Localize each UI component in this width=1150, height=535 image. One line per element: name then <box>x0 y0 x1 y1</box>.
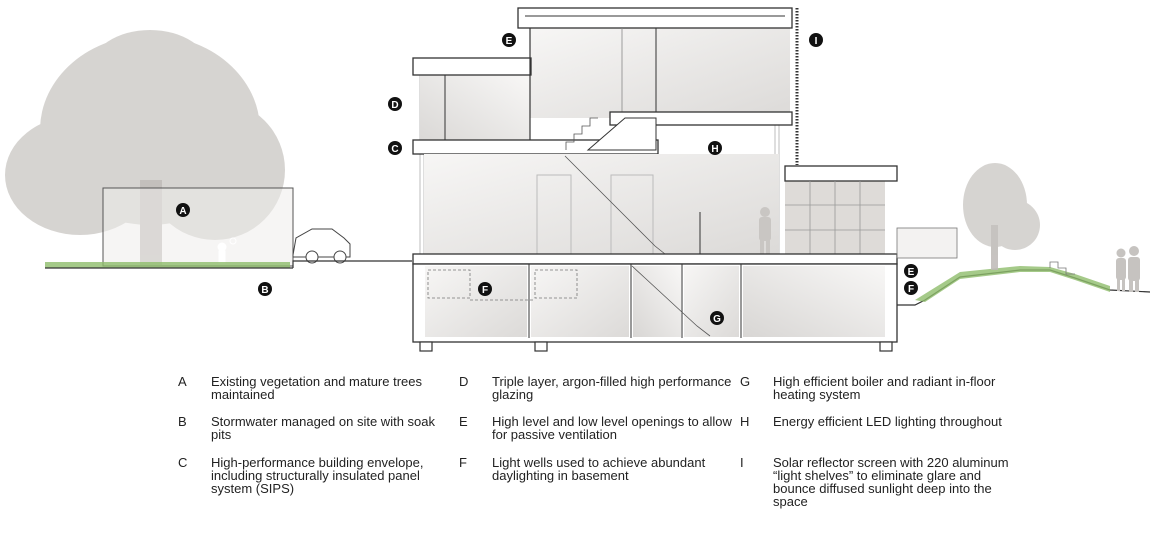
right-retaining-wall <box>896 227 958 259</box>
marker-E-bottom: E <box>904 264 918 278</box>
legend-letter: A <box>178 374 187 389</box>
legend-text: High-performance building envelope, incl… <box>211 455 424 496</box>
legend-letter: H <box>740 414 750 429</box>
marker-I: I <box>809 33 823 47</box>
left-roof-slab <box>412 57 532 76</box>
upper-room <box>530 28 790 118</box>
right-terrain <box>897 269 1150 306</box>
marker-C: C <box>388 141 402 155</box>
roof-slab <box>517 7 793 29</box>
marker-I-label: I <box>815 36 818 47</box>
marker-A: A <box>176 203 190 217</box>
marker-F-right: F <box>904 281 918 295</box>
left-grass <box>45 262 290 268</box>
marker-F-basement-label: F <box>482 285 488 296</box>
marker-H-label: H <box>711 144 718 155</box>
marker-B-label: B <box>261 285 268 296</box>
marker-F-right-label: F <box>908 284 914 295</box>
boundary-wall <box>102 187 294 267</box>
legend-letter: B <box>178 414 187 429</box>
marker-E-top-label: E <box>506 36 513 47</box>
legend-text: Existing vegetation and mature trees mai… <box>211 374 423 402</box>
legend-letter: F <box>459 455 467 470</box>
legend: A Existing vegetation and mature trees m… <box>0 370 1150 535</box>
marker-E-bottom-label: E <box>908 267 915 278</box>
couple-figures <box>1116 246 1140 292</box>
driveway-line <box>292 260 412 268</box>
marker-G-label: G <box>713 314 721 325</box>
marker-G: G <box>710 311 724 325</box>
right-steps <box>1049 261 1075 275</box>
legend-text: Stormwater managed on site with soak pit… <box>211 414 435 442</box>
second-left-room <box>420 75 530 150</box>
ground-floor-slab <box>412 253 898 265</box>
marker-F-basement: F <box>478 282 492 296</box>
marker-B: B <box>258 282 272 296</box>
marker-D: D <box>388 97 402 111</box>
light-wells <box>427 269 578 301</box>
legend-letter: I <box>740 455 744 470</box>
marker-A-label: A <box>179 206 186 217</box>
stair-upper <box>586 117 657 151</box>
legend-text: High level and low level openings to all… <box>492 414 732 442</box>
legend-letter: G <box>740 374 751 389</box>
right-roof-slab <box>784 165 898 182</box>
legend-letter: E <box>459 414 468 429</box>
marker-H: H <box>708 141 722 155</box>
marker-E-top: E <box>502 33 516 47</box>
main-floor-room <box>424 154 779 254</box>
car <box>292 228 351 264</box>
basement-rooms <box>425 266 885 337</box>
legend-text: High efficient boiler and radiant in-flo… <box>773 374 996 402</box>
legend-letter: D <box>459 374 469 389</box>
legend-text: Solar reflector screen with 220 aluminum… <box>773 455 1009 509</box>
marker-C-label: C <box>391 144 398 155</box>
legend-letter: C <box>178 455 188 470</box>
legend-text: Triple layer, argon-filled high performa… <box>492 374 732 402</box>
right-tree <box>963 163 1040 270</box>
right-grass <box>915 266 1110 302</box>
person-silhouette <box>759 207 771 254</box>
marker-D-label: D <box>391 100 398 111</box>
footings <box>419 341 893 352</box>
building-section-drawing: A B C D E E F F G H I <box>5 7 1150 352</box>
legend-text: Energy efficient LED lighting throughout <box>773 414 1002 429</box>
legend-text: Light wells used to achieve abundant day… <box>492 455 706 483</box>
